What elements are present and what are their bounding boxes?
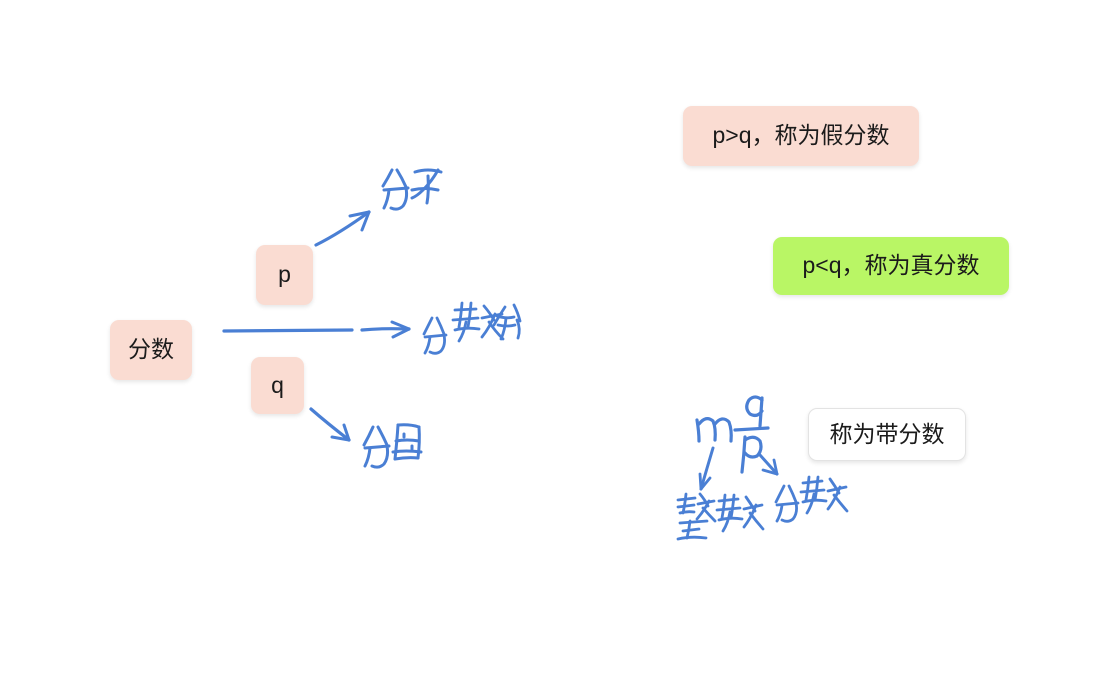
arrow-to-whole-number xyxy=(698,446,715,491)
arrow-to-denominator xyxy=(309,407,351,442)
handwritten-label-whole-number xyxy=(676,492,765,541)
node-fraction-root[interactable]: 分数 xyxy=(110,320,192,380)
node-denominator-q-label: q xyxy=(271,371,284,398)
node-improper-fraction[interactable]: p>q，称为假分数 xyxy=(683,106,919,166)
node-mixed-fraction[interactable]: 称为带分数 xyxy=(808,408,966,461)
arrow-to-numerator xyxy=(314,210,371,247)
node-fraction-root-label: 分数 xyxy=(128,336,174,363)
node-numerator-p[interactable]: p xyxy=(256,245,313,305)
handwritten-label-fraction-part xyxy=(774,475,849,523)
node-proper-fraction-label: p<q，称为真分数 xyxy=(802,252,980,279)
handwritten-label-fraction-bar xyxy=(422,301,522,355)
node-mixed-fraction-label: 称为带分数 xyxy=(829,420,945,447)
fraction-bar-line xyxy=(222,328,354,333)
arrow-to-fraction-bar xyxy=(360,320,411,339)
node-proper-fraction[interactable]: p<q，称为真分数 xyxy=(773,237,1009,295)
node-denominator-q[interactable]: q xyxy=(251,357,304,414)
node-numerator-p-label: p xyxy=(278,261,291,288)
handwritten-mixed-fraction-formula xyxy=(695,395,770,474)
handwritten-label-numerator xyxy=(381,168,443,211)
handwritten-label-denominator xyxy=(362,423,423,469)
arrow-to-fraction-part xyxy=(758,453,779,476)
node-improper-fraction-label: p>q，称为假分数 xyxy=(712,122,890,149)
